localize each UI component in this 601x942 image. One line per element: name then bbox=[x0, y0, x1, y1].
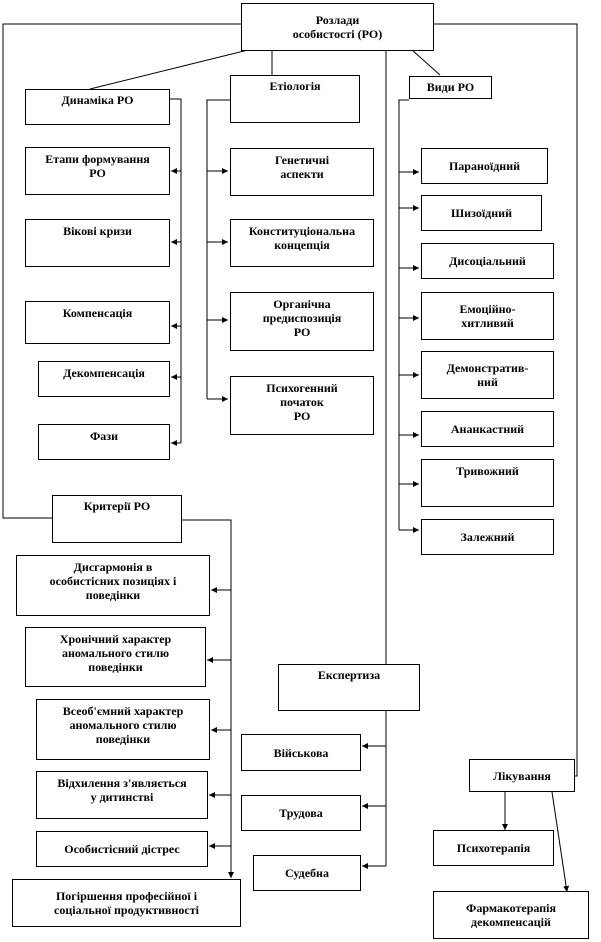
criteria-item-chronic: Хронічний характер аномального стилю пов… bbox=[25, 627, 206, 687]
root-box: Розлади особистості (РО) bbox=[241, 3, 434, 51]
connector-root-types bbox=[411, 49, 441, 76]
types-item-emotionally-unstable: Емоційно- хитливий bbox=[421, 292, 554, 340]
connector-treatment-pharmacotherapy bbox=[551, 791, 570, 893]
expertise-item-labor: Трудова bbox=[241, 795, 361, 831]
connector-root-treatment bbox=[434, 23, 578, 777]
types-item-anankastic: Ананкастний bbox=[421, 411, 554, 447]
criteria-item-distress: Особистісний дістрес bbox=[36, 831, 208, 867]
connector-types-bus bbox=[398, 99, 409, 530]
expertise-item-military: Військова bbox=[241, 734, 361, 771]
dynamics-item-compensation: Компенсація bbox=[25, 301, 170, 344]
connector-root-dynamics bbox=[89, 49, 249, 90]
types-item-anxious: Тривожний bbox=[421, 459, 554, 507]
connector-root-criteria bbox=[2, 23, 241, 519]
criteria-item-pervasive: Всеоб'ємний характер аномального стилю п… bbox=[36, 699, 210, 760]
types-item-histrionic: Демонстратив- ний bbox=[421, 351, 554, 399]
treatment-item-pharmacotherapy: Фармакотерапія декомпенсацій bbox=[433, 891, 589, 939]
expertise-item-forensic: Судебна bbox=[253, 855, 361, 891]
criteria-item-productivity: Погіршення професійної і соціальної прод… bbox=[12, 879, 241, 927]
types-item-paranoid: Параноїдний bbox=[421, 148, 548, 184]
types-title-box: Види РО bbox=[409, 76, 492, 99]
criteria-item-childhood: Відхилення з'являється у дитинстві bbox=[36, 771, 208, 819]
etiology-item-psychogenic: Психогенний початок РО bbox=[230, 376, 374, 435]
criteria-title-box: Критерії РО bbox=[52, 495, 182, 543]
treatment-title-box: Лікування bbox=[469, 759, 575, 792]
criteria-item-disharmony: Дисгармонія в особистісних позиціях і по… bbox=[16, 555, 210, 616]
dynamics-item-decompensation: Декомпенсація bbox=[38, 361, 170, 397]
treatment-item-psychotherapy: Психотерапія bbox=[433, 830, 554, 866]
expertise-title-box: Експертиза bbox=[278, 664, 420, 711]
connector-dynamics-bus bbox=[170, 98, 182, 443]
connector-etiology-bus bbox=[206, 99, 230, 399]
etiology-item-constitutional: Конституціональна концепція bbox=[230, 219, 374, 267]
types-item-dependent: Залежний bbox=[421, 519, 554, 555]
etiology-title-box: Етіологія bbox=[230, 75, 360, 123]
types-item-schizoid: Шизоїдний bbox=[421, 195, 542, 231]
dynamics-item-age-crises: Вікові кризи bbox=[25, 219, 170, 267]
etiology-item-genetic: Генетичні аспекти bbox=[230, 148, 374, 196]
connector-criteria-bus bbox=[182, 519, 232, 878]
dynamics-item-stages: Етапи формування РО bbox=[25, 147, 170, 195]
dynamics-title-box: Динаміка РО bbox=[25, 89, 170, 125]
dynamics-item-phases: Фази bbox=[38, 424, 170, 460]
types-item-dissocial: Дисоціальний bbox=[421, 243, 554, 279]
etiology-item-organic: Органічна предиспозиція РО bbox=[230, 292, 374, 351]
